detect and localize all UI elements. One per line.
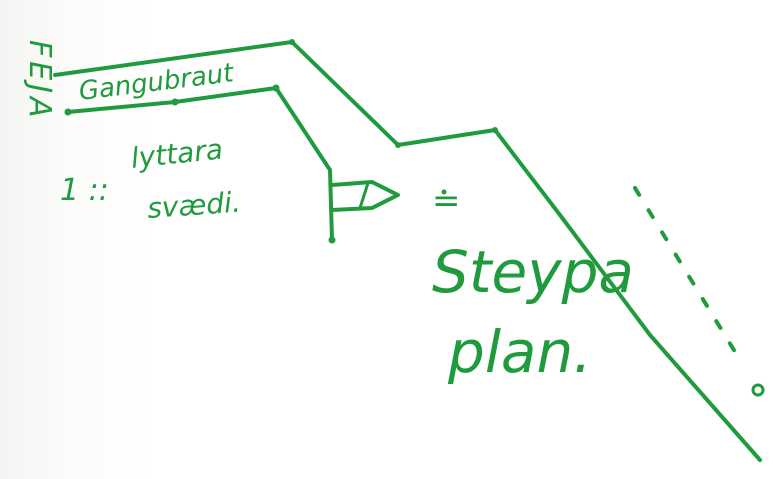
equals-dot xyxy=(441,189,447,195)
main-label-line1: Steypa xyxy=(432,238,634,306)
flag-arrow-inner xyxy=(358,181,370,210)
ratio-marker: 1 :: xyxy=(60,173,109,208)
small-circle-mark xyxy=(751,383,765,397)
middle-label-line1: lyttara xyxy=(129,133,224,175)
corner-dot xyxy=(64,108,72,116)
top-label: Gangubraut xyxy=(77,58,236,107)
equals-marker: = xyxy=(432,181,461,221)
corner-dot xyxy=(395,142,401,148)
corner-dot xyxy=(328,236,336,244)
main-label-line2: plan. xyxy=(447,318,592,386)
corner-dot xyxy=(272,84,280,92)
corner-dot xyxy=(171,98,179,106)
corner-dot xyxy=(289,39,295,45)
dashed-edge-line xyxy=(633,186,742,362)
middle-label-line2: svædi. xyxy=(146,186,242,225)
side-text: FEJA xyxy=(22,40,57,122)
corner-dot xyxy=(492,127,498,133)
